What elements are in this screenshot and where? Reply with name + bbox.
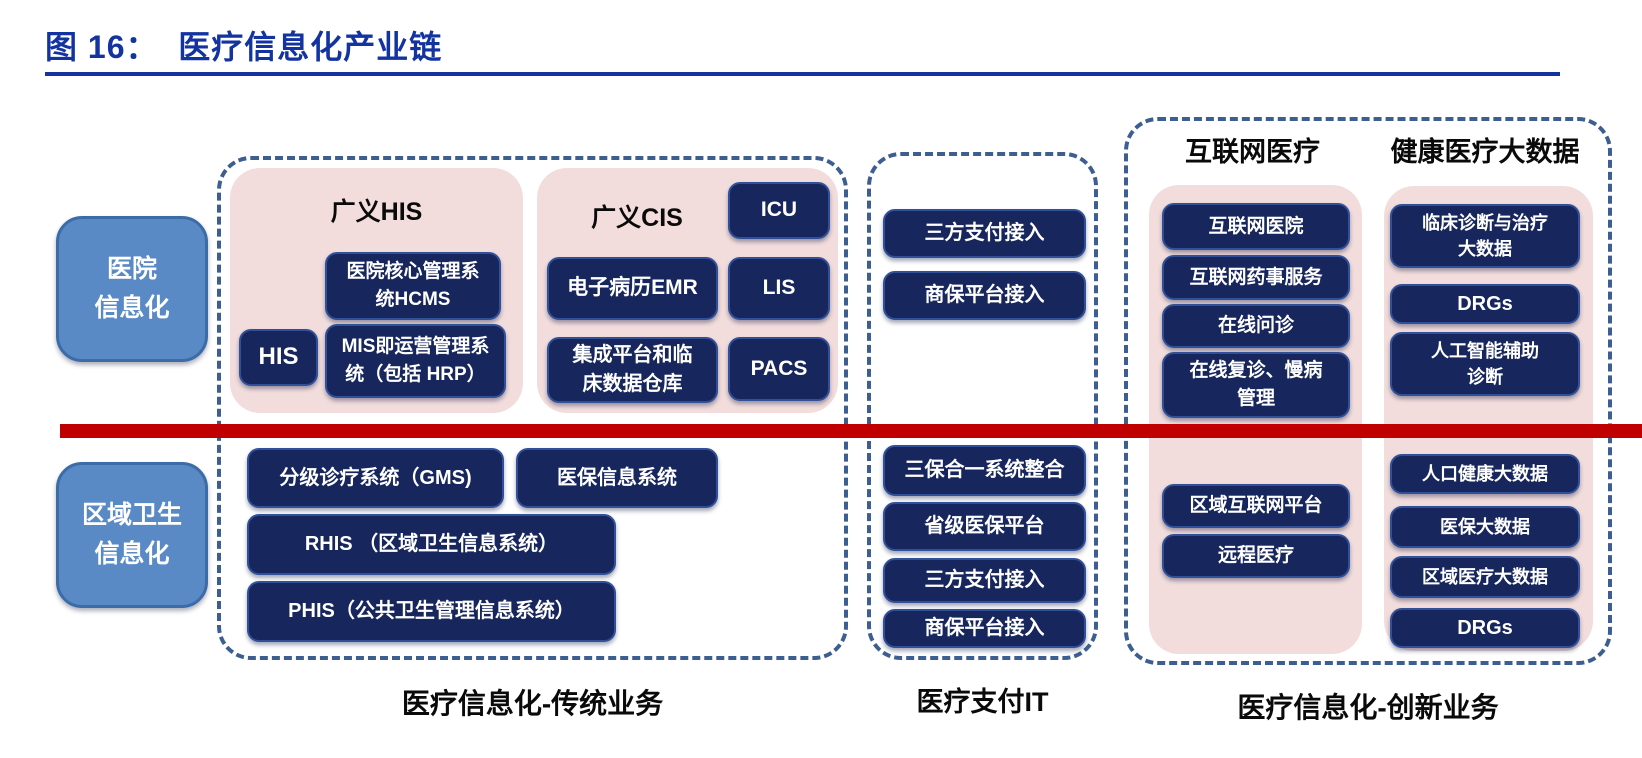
header-internet-medical: 互联网医疗 bbox=[1185, 137, 1320, 167]
node-emr: 电子病历EMR bbox=[547, 257, 718, 320]
node-regional-internet-platform: 区域互联网平台 bbox=[1162, 484, 1350, 528]
node-regional-medical-bigdata: 区域医疗大数据 bbox=[1390, 556, 1580, 598]
header-health-bigdata: 健康医疗大数据 bbox=[1390, 137, 1580, 167]
node-three-insurance-integration: 三保合一系统整合 bbox=[883, 445, 1086, 496]
category-regional-health-informatization: 区域卫生信息化 bbox=[56, 462, 208, 608]
group-traditional-business bbox=[217, 156, 848, 660]
node-icu: ICU bbox=[728, 182, 830, 239]
node-lis: LIS bbox=[728, 257, 830, 320]
node-provincial-insurance-platform: 省级医保平台 bbox=[883, 502, 1086, 551]
node-integration-platform: 集成平台和临床数据仓库 bbox=[547, 337, 718, 403]
footer-traditional-business: 医疗信息化-传统业务 bbox=[401, 688, 664, 719]
node-rhis: RHIS （区域卫生信息系统） bbox=[247, 514, 616, 575]
node-gms: 分级诊疗系统（GMS) bbox=[247, 448, 504, 508]
title-underline bbox=[45, 72, 1560, 76]
footer-innovation-business: 医疗信息化-创新业务 bbox=[1237, 692, 1499, 723]
category-hospital-informatization: 医院信息化 bbox=[56, 216, 208, 362]
panel-title-guangyi-his: 广义HIS bbox=[330, 198, 423, 226]
node-commercial-insurance-platform-bottom: 商保平台接入 bbox=[883, 609, 1086, 648]
figure-title: 图 16： 医疗信息化产业链 bbox=[45, 29, 443, 65]
node-insurance-bigdata: 医保大数据 bbox=[1390, 506, 1580, 548]
node-online-followup-chronic: 在线复诊、慢病管理 bbox=[1162, 352, 1350, 418]
group-payment-it bbox=[867, 152, 1098, 660]
node-commercial-insurance-platform-top: 商保平台接入 bbox=[883, 271, 1086, 320]
node-telemedicine: 远程医疗 bbox=[1162, 534, 1350, 578]
row-divider-line bbox=[60, 424, 1642, 438]
node-internet-hospital: 互联网医院 bbox=[1162, 203, 1350, 250]
group-innovation-business bbox=[1124, 117, 1612, 665]
node-hcms: 医院核心管理系统HCMS bbox=[325, 252, 501, 320]
node-medical-insurance-info-system: 医保信息系统 bbox=[516, 448, 718, 508]
node-pacs: PACS bbox=[728, 337, 830, 401]
node-drgs-bottom: DRGs bbox=[1390, 608, 1580, 648]
node-mis-hrp: MIS即运营管理系统（包括 HRP） bbox=[325, 324, 506, 398]
node-his: HIS bbox=[239, 329, 318, 386]
node-population-health-bigdata: 人口健康大数据 bbox=[1390, 454, 1580, 494]
node-ai-assisted-diagnosis: 人工智能辅助诊断 bbox=[1390, 332, 1580, 396]
node-third-party-payment-top: 三方支付接入 bbox=[883, 209, 1086, 258]
node-drgs-top: DRGs bbox=[1390, 284, 1580, 324]
node-internet-pharmacy-service: 互联网药事服务 bbox=[1162, 255, 1350, 300]
node-third-party-payment-bottom: 三方支付接入 bbox=[883, 558, 1086, 603]
panel-title-guangyi-cis: 广义CIS bbox=[591, 204, 683, 232]
node-clinical-diagnosis-bigdata: 临床诊断与治疗大数据 bbox=[1390, 204, 1580, 268]
node-phis: PHIS（公共卫生管理信息系统） bbox=[247, 581, 616, 642]
node-online-consultation: 在线问诊 bbox=[1162, 304, 1350, 348]
footer-payment-it: 医疗支付IT bbox=[916, 687, 1049, 717]
